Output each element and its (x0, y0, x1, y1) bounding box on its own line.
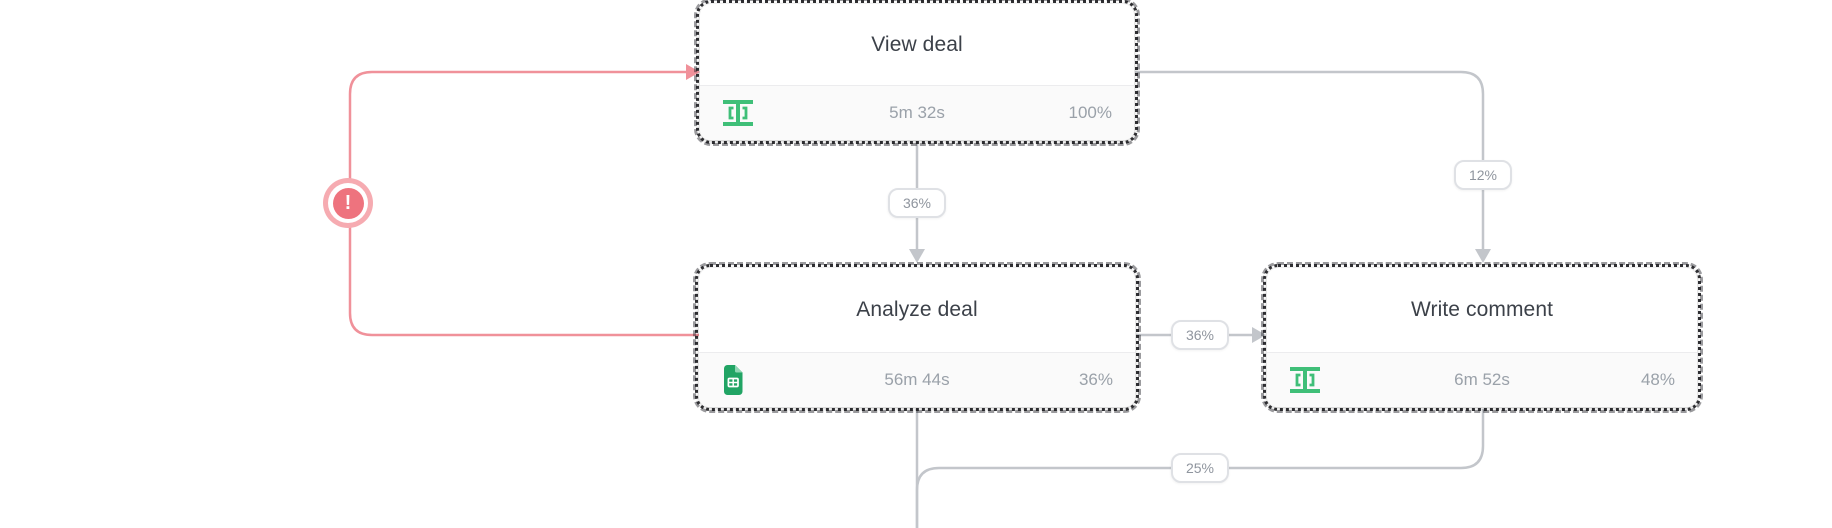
alert-icon[interactable]: ! (323, 178, 373, 228)
ibeam-brackets-icon (722, 99, 754, 127)
node-duration: 5m 32s (889, 103, 945, 122)
node-footer: 56m 44s 36% (699, 352, 1135, 407)
node-percent: 48% (1640, 370, 1675, 389)
edge-analyze-to-view-alert (348, 70, 699, 337)
edge-view-to-write (1135, 70, 1485, 250)
alert-icon-ring: ! (328, 183, 368, 223)
edge-label-view-to-write[interactable]: 12% (1453, 160, 1513, 190)
ibeam-brackets-icon (1289, 366, 1321, 394)
edge-label-write-to-below[interactable]: 25% (1170, 453, 1230, 483)
node-analyze-deal[interactable]: Analyze deal 56m 44s 36% (693, 262, 1141, 413)
arrowhead-view-to-write (1475, 249, 1491, 263)
edge-label-analyze-to-write[interactable]: 36% (1170, 320, 1230, 350)
node-percent: 100% (1068, 103, 1112, 122)
node-percent: 36% (1078, 370, 1113, 389)
arrowhead-view-to-analyze (909, 249, 925, 263)
edge-label-view-to-analyze[interactable]: 36% (887, 188, 947, 218)
node-write-comment[interactable]: Write comment 6m 52s 48% (1261, 262, 1703, 413)
node-footer: 5m 32s 100% (700, 85, 1134, 140)
sheets-icon (721, 365, 746, 395)
node-duration: 6m 52s (1454, 370, 1510, 389)
node-footer: 6m 52s 48% (1267, 352, 1697, 407)
arrowhead-analyze-to-view-alert (686, 64, 700, 80)
arrowhead-analyze-to-write (1252, 327, 1266, 343)
node-view-deal[interactable]: View deal 5m 32s 100% (694, 0, 1140, 146)
node-duration: 56m 44s (884, 370, 950, 389)
exclamation-icon: ! (332, 187, 364, 219)
node-title: Analyze deal (856, 298, 978, 321)
node-title: Write comment (1410, 298, 1554, 321)
node-title: View deal (871, 32, 963, 56)
